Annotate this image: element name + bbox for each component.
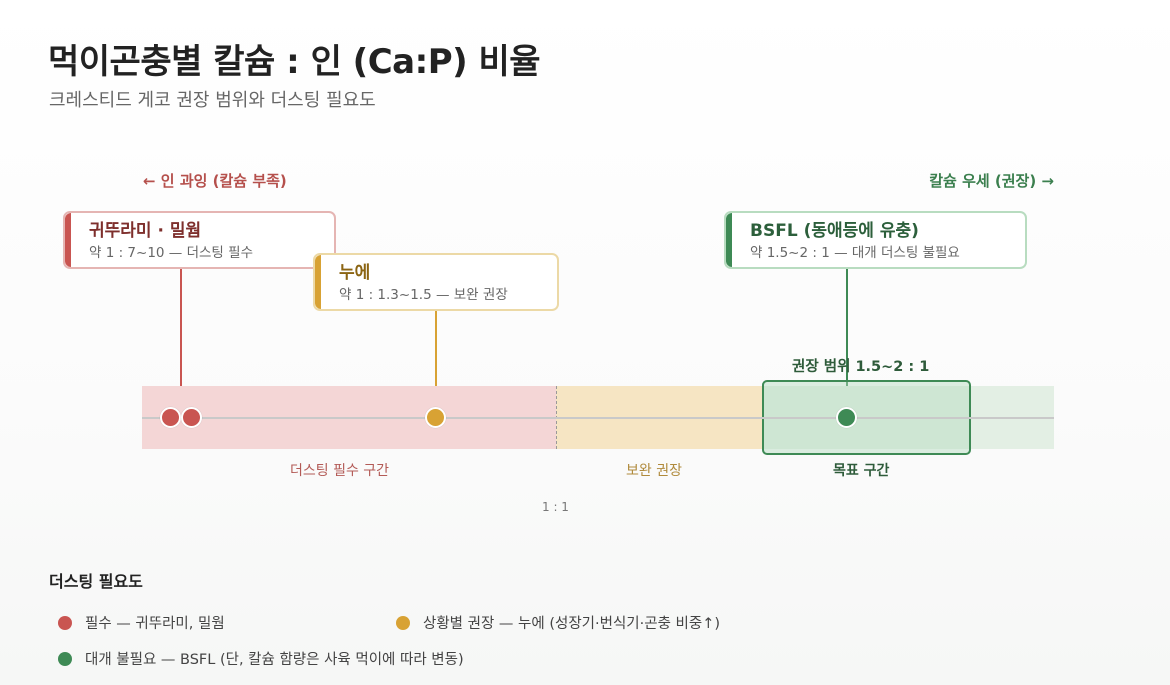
legend-label: 필수 — 귀뚜라미, 밀웜 xyxy=(85,616,225,632)
midpoint-ratio-label: 1 : 1 xyxy=(542,500,569,514)
callout-detail: 약 1 : 7~10 — 더스팅 필수 xyxy=(89,245,253,261)
legend-dot xyxy=(58,615,72,630)
legend-dot xyxy=(396,615,410,630)
cricket-marker xyxy=(160,407,181,428)
callout-color-bar xyxy=(726,213,732,267)
direction-left-label: ← 인 과잉 (칼슘 부족) xyxy=(143,172,287,190)
ratio-axis xyxy=(142,416,1054,419)
target-range-label: 권장 범위 1.5~2 : 1 xyxy=(792,359,930,375)
legend-label: 대개 불필요 — BSFL (단, 칼슘 함량은 사육 먹이에 따라 변동) xyxy=(85,652,464,668)
callout-title: 귀뚜라미 · 밀웜 xyxy=(89,221,202,241)
zone-label-required: 더스팅 필수 구간 xyxy=(290,463,390,479)
legend-dot xyxy=(58,651,72,666)
callout-color-bar xyxy=(65,213,71,267)
mealworm-marker xyxy=(181,407,202,428)
callout-color-bar xyxy=(315,255,321,309)
legend-item-required: 필수 — 귀뚜라미, 밀웜 xyxy=(58,612,225,633)
roach-stem xyxy=(435,310,437,417)
direction-right-label: 칼슘 우세 (권장) → xyxy=(929,172,1054,190)
callout-bsfl: BSFL (동애등에 유충) 약 1.5~2 : 1 — 대개 더스팅 불필요 xyxy=(724,211,1027,269)
page-title: 먹이곤충별 칼슘 : 인 (Ca:P) 비율 xyxy=(48,42,541,82)
silkworm-marker xyxy=(425,407,446,428)
legend-title: 더스팅 필요도 xyxy=(49,572,143,591)
legend-label: 상황별 권장 — 누에 (성장기·번식기·곤충 비중↑) xyxy=(423,616,721,632)
legend-item-situational: 상황별 권장 — 누에 (성장기·번식기·곤충 비중↑) xyxy=(396,612,720,633)
zone-label-supplement: 보완 권장 xyxy=(626,463,682,479)
callout-title: 누에 xyxy=(339,263,371,283)
bsfl-stem xyxy=(846,268,848,417)
callout-detail: 약 1 : 1.3~1.5 — 보완 권장 xyxy=(339,287,508,303)
callout-title: BSFL (동애등에 유충) xyxy=(750,221,919,241)
callout-detail: 약 1.5~2 : 1 — 대개 더스팅 불필요 xyxy=(750,245,960,261)
bsfl-marker xyxy=(836,407,857,428)
callout-cricket-mealworm: 귀뚜라미 · 밀웜 약 1 : 7~10 — 더스팅 필수 xyxy=(63,211,336,269)
callout-silkworm: 누에 약 1 : 1.3~1.5 — 보완 권장 xyxy=(313,253,559,311)
cricket-stem xyxy=(180,268,182,417)
page-subtitle: 크레스티드 게코 권장 범위와 더스팅 필요도 xyxy=(49,90,376,111)
legend-item-not-needed: 대개 불필요 — BSFL (단, 칼슘 함량은 사육 먹이에 따라 변동) xyxy=(58,648,464,669)
zone-label-target: 목표 구간 xyxy=(833,463,890,479)
